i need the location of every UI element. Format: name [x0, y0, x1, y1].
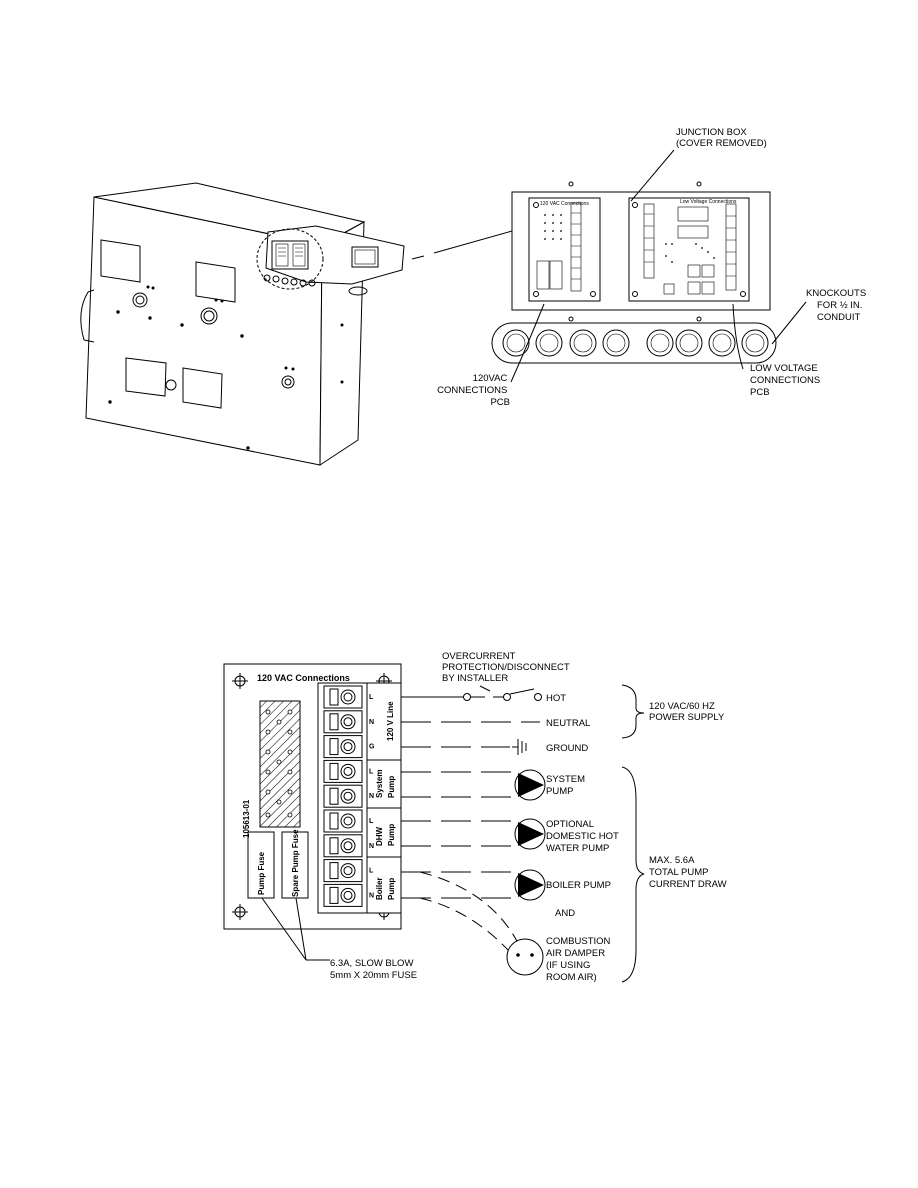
overcurrent-label: OVERCURRENT PROTECTION/DISCONNECT BY INS… [442, 651, 572, 684]
system-pump-icon [514, 769, 546, 801]
power-supply-brace [621, 684, 645, 739]
terminal-screw-head [343, 841, 353, 851]
terminal-screw-head [343, 791, 353, 801]
dhw-pump-icon [514, 818, 546, 850]
terminal-screw-housing [323, 759, 363, 783]
detail-leader-line [433, 230, 513, 254]
terminal-letter: N [369, 719, 374, 726]
terminal-screw-housing [323, 859, 363, 883]
boiler-cabinet [80, 182, 405, 466]
terminal-letter: L [369, 694, 374, 701]
leader-junction-box [630, 149, 675, 202]
junction-pcb-left-title: 120 VAC Connections [540, 201, 589, 207]
terminal-lever [329, 812, 339, 830]
current-draw-brace [621, 766, 645, 983]
terminal-screw-head [343, 890, 353, 900]
group-label-120v-line: 120 V Line [386, 701, 395, 741]
and-label: AND [555, 908, 575, 919]
terminal-lever [329, 886, 339, 904]
junction-pcb-low-voltage [628, 197, 750, 302]
terminal-lever [329, 713, 339, 731]
terminal-lever [329, 787, 339, 805]
leader-knockouts [771, 301, 807, 345]
air-damper-icon [506, 938, 544, 976]
terminal-letter: L [369, 818, 374, 825]
mounting-hole [232, 904, 248, 920]
terminal-screw-housing [323, 809, 363, 833]
ground-label: GROUND [546, 743, 588, 754]
terminal-screw-housing [323, 735, 363, 759]
terminal-screw-head [343, 717, 353, 727]
terminal-screw [340, 887, 356, 903]
terminal-letter: N [369, 793, 374, 800]
terminal-block [323, 685, 363, 907]
terminal-screw-housing [323, 710, 363, 734]
damper-label: COMBUSTION AIR DAMPER (IF USING ROOM AIR… [546, 936, 613, 983]
terminal-lever [329, 688, 339, 706]
terminal-lever [329, 762, 339, 780]
leader-vac-pcb [510, 303, 545, 383]
group-label-dhw-pump-2: Pump [387, 824, 396, 846]
pcb-part-number: 105613-01 [242, 799, 251, 838]
group-label-dhw-pump-1: DHW [375, 826, 384, 846]
group-label-system-pump-1: System [375, 770, 384, 798]
terminal-screw-head [343, 866, 353, 876]
junction-pcb-right-title: Low Voltage Connections [680, 199, 737, 205]
terminal-letter: L [369, 768, 374, 775]
pcb-title: 120 VAC Connections [257, 673, 350, 683]
terminal-letter: G [369, 744, 375, 751]
hot-label: HOT [546, 693, 566, 704]
junction-pcb-120vac [528, 197, 601, 302]
max-draw-label: MAX. 5.6A TOTAL PUMP CURRENT DRAW [649, 855, 727, 890]
terminal-screw [340, 739, 356, 755]
spare-pump-fuse-label: Spare Pump Fuse [291, 829, 300, 897]
terminal-screw [340, 863, 356, 879]
terminal-screw [340, 763, 356, 779]
junction-box: 120 VAC Connections [491, 149, 807, 383]
terminal-screw [340, 714, 356, 730]
terminal-letter: L [369, 868, 374, 875]
terminal-screw-housing [323, 883, 363, 907]
mounting-hole [232, 673, 248, 689]
detail-leader-dash [411, 255, 425, 260]
terminal-screw [340, 689, 356, 705]
group-label-boiler-pump-1: Boiler [375, 877, 384, 900]
terminal-screw [340, 838, 356, 854]
neutral-label: NEUTRAL [546, 718, 590, 729]
boiler-pump-label: BOILER PUMP [546, 880, 611, 891]
terminal-screw-housing [323, 784, 363, 808]
dhw-pump-label: OPTIONAL DOMESTIC HOT WATER PUMP [546, 819, 621, 854]
group-label-boiler-pump-2: Pump [387, 878, 396, 900]
low-voltage-pcb-label: LOW VOLTAGE CONNECTIONS PCB [750, 363, 823, 398]
vac-pcb-label: 120VAC CONNECTIONS PCB [437, 373, 510, 408]
terminal-screw [340, 788, 356, 804]
terminal-screw [340, 813, 356, 829]
terminal-letter: N [369, 843, 374, 850]
terminal-screw-head [343, 766, 353, 776]
knockout-rail [491, 322, 777, 364]
terminal-lever [329, 738, 339, 756]
terminal-letter: N [369, 892, 374, 899]
terminal-screw-head [343, 692, 353, 702]
junction-box-label: JUNCTION BOX (COVER REMOVED) [676, 127, 767, 149]
group-label-system-pump-2: Pump [387, 776, 396, 798]
terminal-screw-head [343, 816, 353, 826]
power-supply-label: 120 VAC/60 HZ POWER SUPPLY [649, 701, 725, 723]
field-wiring [261, 685, 542, 961]
pump-fuse-label: Pump Fuse [257, 851, 266, 895]
fuse-note-label: 6.3A, SLOW BLOW 5mm X 20mm FUSE [330, 958, 417, 981]
leader-low-voltage-pcb [732, 303, 744, 370]
terminal-lever [329, 862, 339, 880]
terminal-screw-housing [323, 685, 363, 709]
terminal-screw-housing [323, 834, 363, 858]
boiler-pump-icon [514, 869, 546, 901]
terminal-lever [329, 837, 339, 855]
system-pump-label: SYSTEM PUMP [546, 774, 588, 797]
vac-connections-pcb [223, 663, 402, 930]
knockouts-label: KNOCKOUTS FOR ½ IN. CONDUIT [806, 288, 869, 323]
terminal-screw-head [343, 742, 353, 752]
spare-pump-fuse [281, 831, 309, 899]
pump-fuse [247, 831, 275, 899]
